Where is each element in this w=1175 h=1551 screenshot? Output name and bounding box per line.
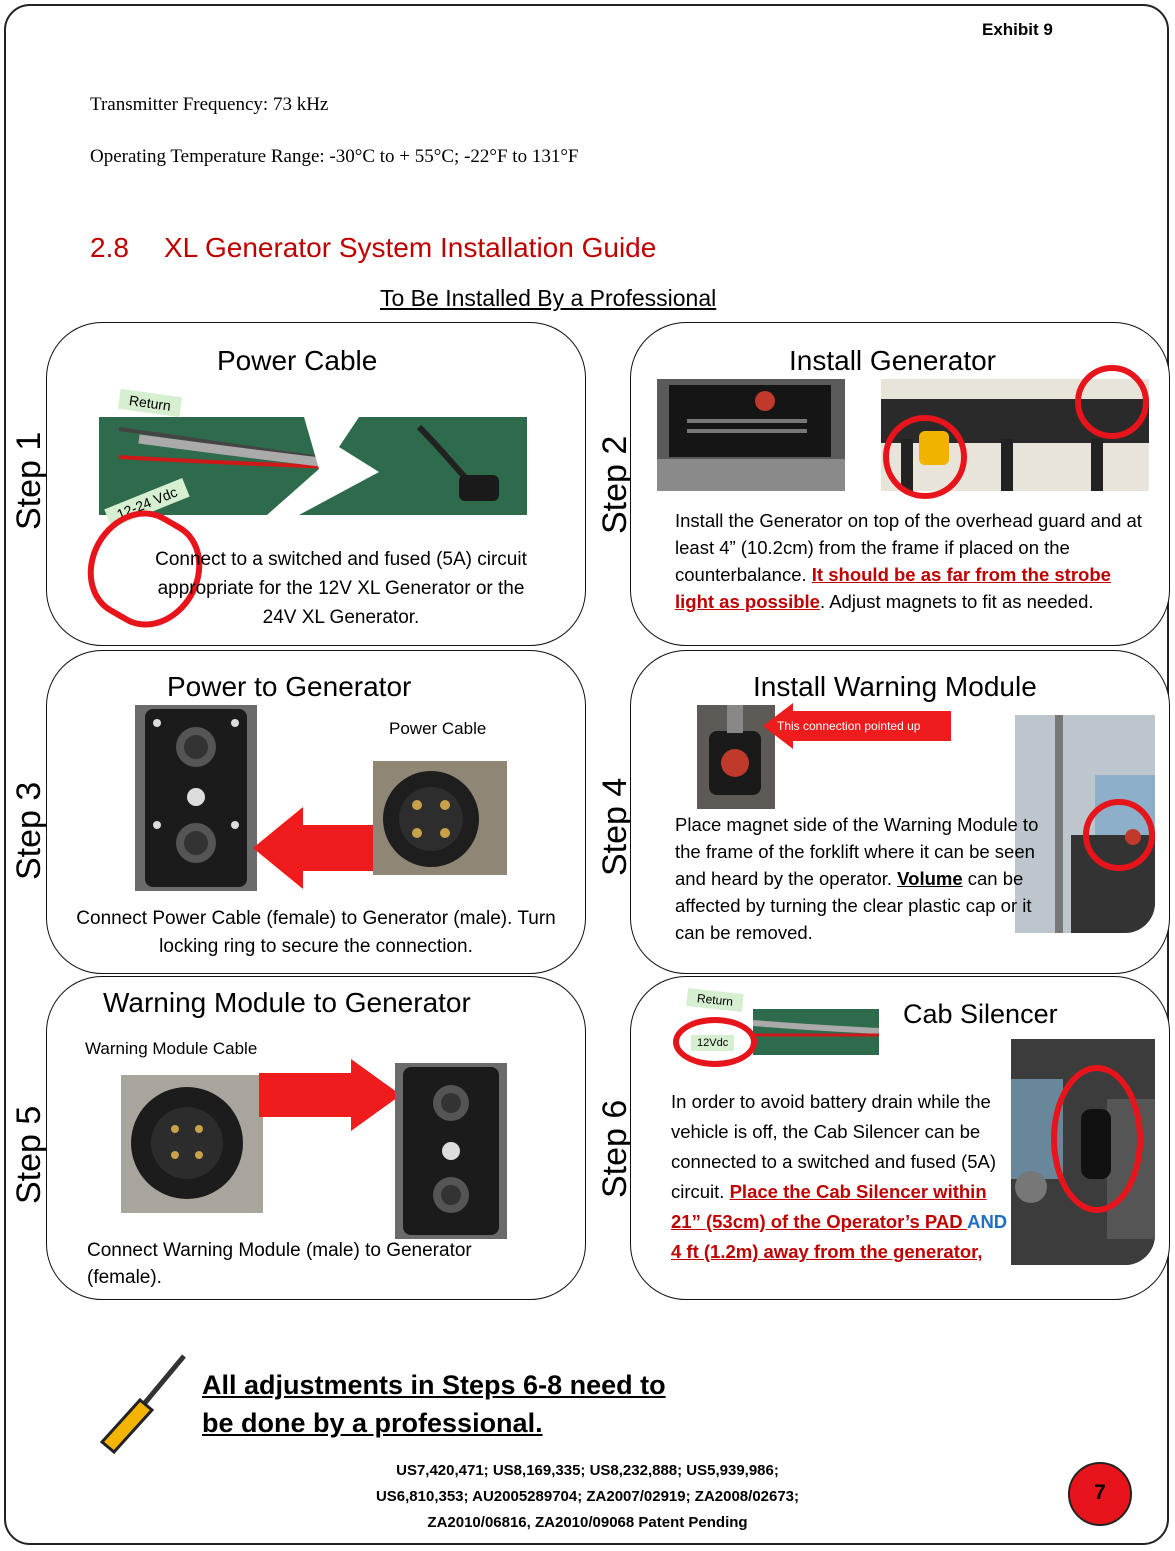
section-number: 2.8 <box>90 232 129 263</box>
return-tag: Return <box>117 388 183 418</box>
step-5-card: Warning Module to Generator Warning Modu… <box>46 976 586 1300</box>
patent-line-3: ZA2010/06816, ZA2010/09068 Patent Pendin… <box>427 1514 748 1531</box>
step-2-text: Install the Generator on top of the over… <box>675 507 1155 615</box>
step-3-title: Power to Generator <box>167 671 412 702</box>
step-2-card: Install Generator Install the Generator … <box>630 322 1170 646</box>
step-2-text-c: . Adjust magnets to fit as needed. <box>819 591 1094 612</box>
arrow-left-icon <box>253 807 377 894</box>
step-6-card: Cab Silencer Return 12Vdc In order to av… <box>630 976 1170 1300</box>
step-5-label: Step 5 <box>10 1105 48 1204</box>
step-3-text: Connect Power Cable (female) to Generato… <box>76 908 556 957</box>
step-1-text: Connect to a switched and fused (5A) cir… <box>155 549 527 628</box>
section-subtitle: To Be Installed By a Professional <box>380 285 717 311</box>
professional-note-line2: be done by a professional. <box>202 1408 543 1438</box>
professional-note-line1: All adjustments in Steps 6-8 need to <box>202 1370 666 1400</box>
arrow-right-icon <box>259 1059 401 1136</box>
step-5-title: Warning Module to Generator <box>103 987 471 1018</box>
step-4-text-c: can be affected by turning the clear pla… <box>675 868 1032 943</box>
step-3-card: Power to Generator Power Cable Connect P… <box>46 650 586 974</box>
cable-connector-photo <box>373 761 507 875</box>
exhibit-label: Exhibit 9 <box>982 20 1053 39</box>
step-1-title: Power Cable <box>217 345 378 376</box>
module-cable-photo <box>121 1075 263 1213</box>
step-4-text: Place magnet side of the Warning Module … <box>675 811 1049 946</box>
step-6-text-c: 4 ft (1.2m) away from the generator, <box>671 1241 983 1262</box>
step-3-label: Step 3 <box>10 781 48 880</box>
cable-label: Power Cable <box>389 719 487 738</box>
cable-ring <box>673 1017 757 1067</box>
section-title: XL Generator System Installation Guide <box>164 232 657 263</box>
step-2-text-a: Install the Generator on top of the over… <box>675 510 1142 585</box>
arrow-callout <box>763 703 951 754</box>
step-6-text-a: In order to avoid battery drain while th… <box>671 1091 996 1202</box>
cab-silencer-cable-photo <box>753 1009 879 1055</box>
generator-photo <box>657 379 845 491</box>
strobe-ring <box>883 415 967 499</box>
step-2-title: Install Generator <box>789 345 996 376</box>
step-4-card: Install Warning Module This connection p… <box>630 650 1170 974</box>
patent-line-2: US6,810,353; AU2005289704; ZA2007/02919;… <box>375 1488 800 1505</box>
step-1-card: Power Cable Return 12-24 Vdc Connect to … <box>46 322 586 646</box>
return-tag-2: Return <box>686 988 744 1012</box>
step-6-text: In order to avoid battery drain while th… <box>671 1087 1011 1267</box>
generator-socket-photo <box>135 705 257 891</box>
warning-module-photo <box>697 705 775 809</box>
arrow-callout-label: This connection pointed up <box>777 719 921 733</box>
step-2-text-emphasis: It should be as far from the strobe ligh… <box>675 564 1111 612</box>
step-4-text-a: Place magnet side of the Warning Module … <box>675 814 1039 889</box>
step-6-text-emphasis: Place the Cab Silencer within 21” (53cm)… <box>671 1181 987 1232</box>
step-4-text-volume: Volume <box>897 868 963 889</box>
page-number-badge: 7 <box>1068 1462 1132 1526</box>
generator-ring <box>1075 365 1149 439</box>
patent-line-1: US7,420,471; US8,169,335; US8,232,888; U… <box>396 1462 779 1479</box>
spec-temperature: Operating Temperature Range: -30°C to + … <box>90 146 579 167</box>
spec-frequency: Transmitter Frequency: 73 kHz <box>90 94 329 115</box>
step-6-title: Cab Silencer <box>903 999 1058 1029</box>
silencer-ring <box>1051 1065 1143 1213</box>
page-number: 7 <box>1094 1481 1106 1504</box>
module-ring <box>1083 799 1155 871</box>
screwdriver-icon <box>99 1354 188 1459</box>
generator-socket-photo-2 <box>395 1063 507 1239</box>
step-6-text-and: AND <box>967 1211 1008 1232</box>
step-1-label: Step 1 <box>10 431 48 530</box>
step-4-title: Install Warning Module <box>753 671 1037 702</box>
module-cable-label: Warning Module Cable <box>85 1039 258 1058</box>
step-5-text: Connect Warning Module (male) to Generat… <box>87 1240 472 1288</box>
